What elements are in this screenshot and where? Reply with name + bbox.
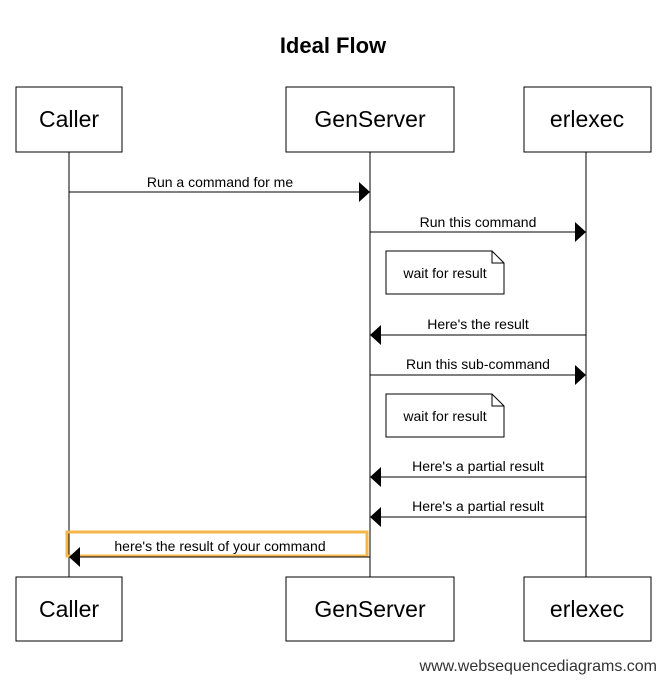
participant-top-caller: Caller [15,86,123,153]
message-label: Here's a partial result [412,498,544,514]
message-label: Here's the result [427,316,529,332]
diagram-title: Ideal Flow [280,33,387,58]
message-run-this-command: Run this command [370,214,586,242]
message-run-this-sub-command: Run this sub-command [370,356,586,385]
participant-top-genserver: GenServer [285,86,455,153]
arrowhead-left-icon [69,547,80,567]
participant-bottom-caller: Caller [15,576,123,642]
note-label: wait for result [402,408,486,424]
participant-bottom-erlexec-label: erlexec [550,596,624,622]
arrowhead-right-icon [575,222,586,242]
message-label: here's the result of your command [114,538,325,554]
watermark-link[interactable]: www.websequencediagrams.com [419,658,657,675]
note-fold-icon [491,394,504,407]
participant-top-caller-label: Caller [39,106,99,132]
message-heres-the-result-of-your-command: here's the result of your command [65,530,370,567]
message-heres-a-partial-result: Here's a partial result [370,458,586,487]
arrowhead-left-icon [370,507,381,527]
arrowhead-right-icon [359,182,370,202]
message-heres-the-result: Here's the result [370,316,586,345]
participant-bottom-caller-label: Caller [39,596,99,622]
arrowhead-right-icon [575,365,586,385]
participant-top-erlexec-label: erlexec [550,106,624,132]
arrowhead-left-icon [370,325,381,345]
note-fold-icon [491,251,504,264]
participant-bottom-genserver-label: GenServer [314,596,426,622]
arrowhead-left-icon [370,467,381,487]
participant-bottom-erlexec: erlexec [523,576,652,642]
message-label: Run this sub-command [406,356,550,372]
message-label: Run this command [420,214,537,230]
note-wait-for-result: wait for result [385,393,505,438]
message-label: Here's a partial result [412,458,544,474]
message-run-command-for-me: Run a command for me [69,174,370,202]
note-label: wait for result [402,265,486,281]
participant-top-erlexec: erlexec [523,86,652,153]
participant-top-genserver-label: GenServer [314,106,426,132]
highlight-box [65,530,369,558]
participant-bottom-genserver: GenServer [285,576,455,642]
message-label: Run a command for me [147,174,293,190]
message-heres-a-partial-result: Here's a partial result [370,498,586,527]
note-wait-for-result: wait for result [385,250,505,295]
